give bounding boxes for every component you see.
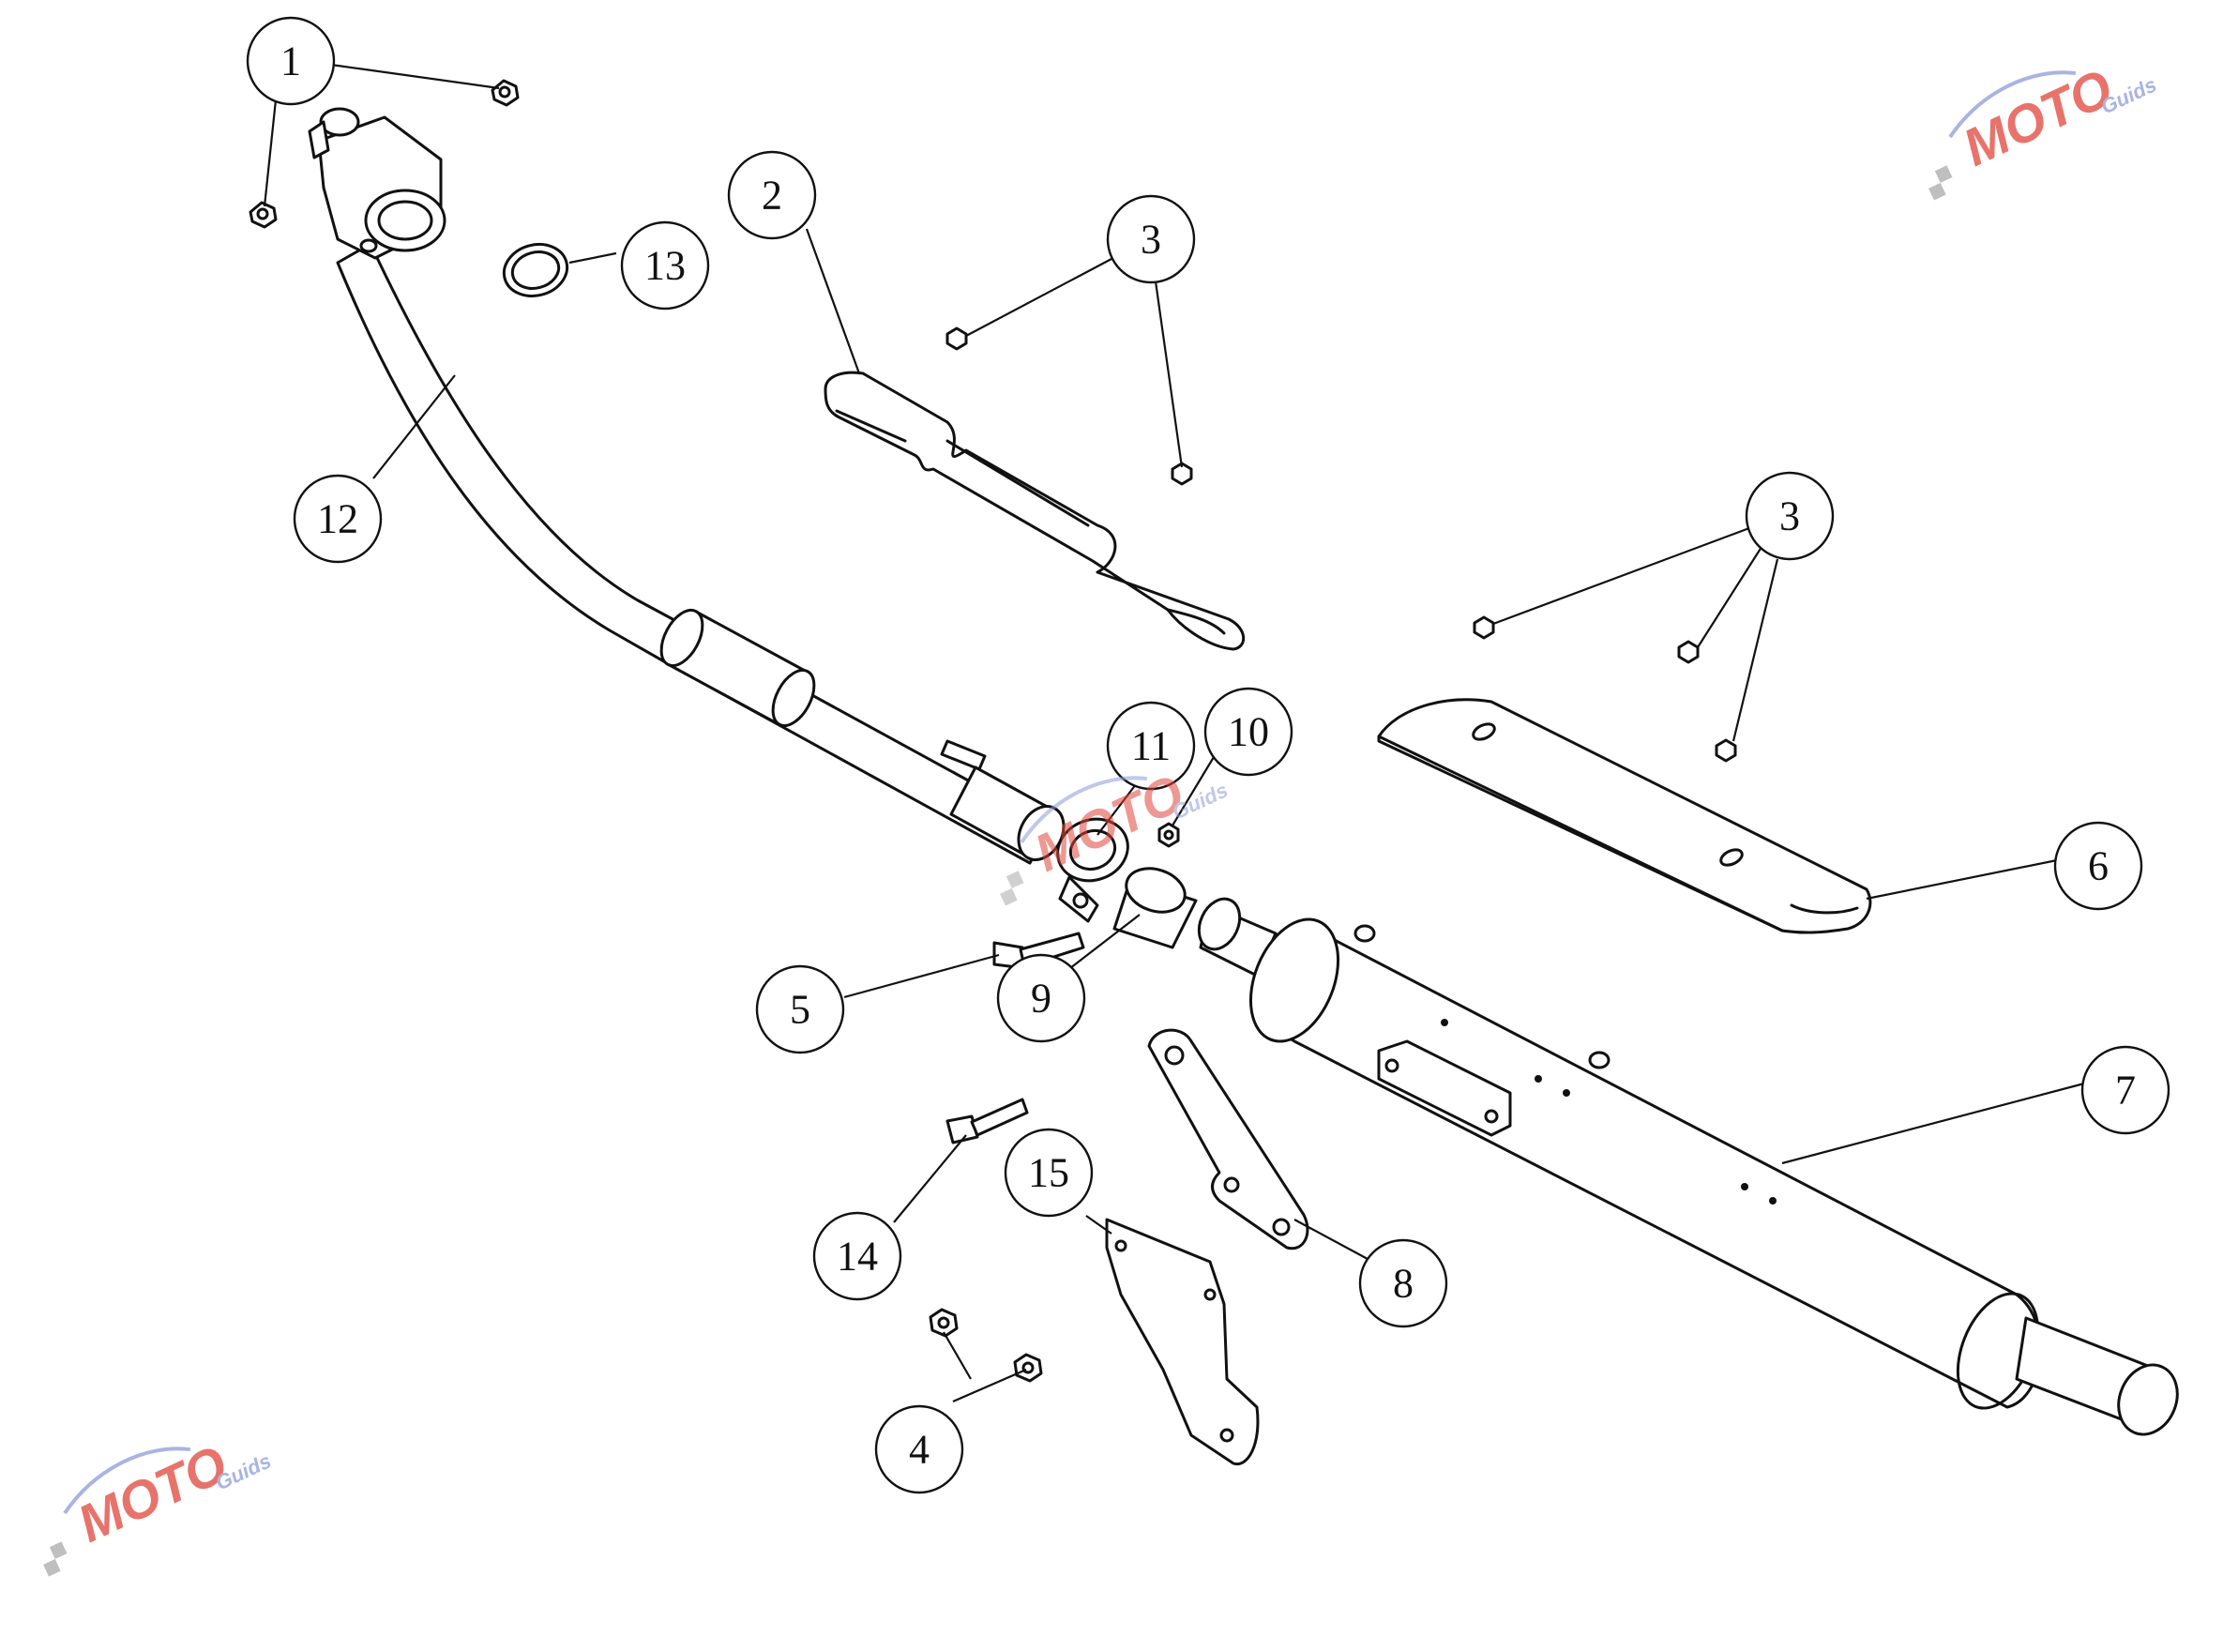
watermark-bottom-left: MOTO Guids [43,1433,275,1577]
callout-1: 1 [246,16,336,106]
leader-lines [263,63,2085,1403]
part-8-bracket [1147,1028,1309,1250]
part-3-screw-c [1473,615,1495,640]
part-12-header-flange [308,107,446,260]
callout-10: 10 [1203,687,1293,777]
callout-14: 14 [812,1211,902,1301]
part-11-clamp [1056,817,1129,923]
callout-label: 6 [2088,843,2109,889]
part-15-bracket [1105,1218,1260,1466]
part-4-nut-a [929,1308,959,1338]
part-3-screw-a [945,326,968,351]
callout-label: 12 [317,496,358,542]
callout-label: 13 [644,243,686,289]
callout-12: 12 [293,474,383,564]
watermark-tagline: Guids [1169,778,1232,824]
callout-label: 3 [1779,493,1800,539]
callout-4: 4 [874,1404,964,1494]
part-1-nut-a [491,79,520,107]
callout-8: 8 [1358,1238,1448,1328]
callout-label: 11 [1131,723,1171,769]
part-9-sleeve [1112,867,1198,949]
callout-2: 2 [727,150,817,240]
callout-label: 9 [1031,976,1051,1022]
part-13-gasket [502,242,569,298]
watermark-tagline: Guids [2097,72,2160,118]
callout-9: 9 [996,953,1086,1043]
watermark-top-right: MOTO Guids [1928,57,2160,201]
part-6-rear-heat-shield [1377,698,1872,934]
callout-15: 15 [1004,1128,1094,1218]
callout-label: 14 [837,1234,878,1280]
callout-label: 1 [280,38,301,84]
callout-label: 7 [2115,1068,2136,1114]
callout-5: 5 [755,964,845,1054]
callout-6: 6 [2053,821,2143,911]
callout-label: 4 [909,1427,930,1473]
callout-label: 15 [1028,1150,1069,1196]
callout-3-front: 3 [1106,194,1196,284]
callout-11: 11 [1106,701,1196,791]
callout-7: 7 [2080,1045,2170,1135]
callout-label: 3 [1141,217,1161,263]
callout-3-rear: 3 [1745,471,1835,561]
part-4-nut-b [1013,1353,1043,1383]
part-3-screw-e [1715,738,1737,763]
part-1-nut-b [249,201,278,229]
part-10-nut [1157,822,1180,848]
part-14-bolt [945,1098,1029,1144]
callout-label: 8 [1393,1261,1414,1307]
part-2-front-heat-shield [824,371,1246,651]
part-3-screw-d [1677,640,1700,664]
callout-label: 2 [762,173,782,219]
callout-label: 10 [1228,709,1269,755]
callout-label: 5 [790,987,810,1033]
callout-13: 13 [620,220,710,311]
part-7-muffler [1197,897,2179,1436]
watermark-tagline: Guids [212,1448,275,1494]
part-12-header-pipe [336,242,1066,865]
